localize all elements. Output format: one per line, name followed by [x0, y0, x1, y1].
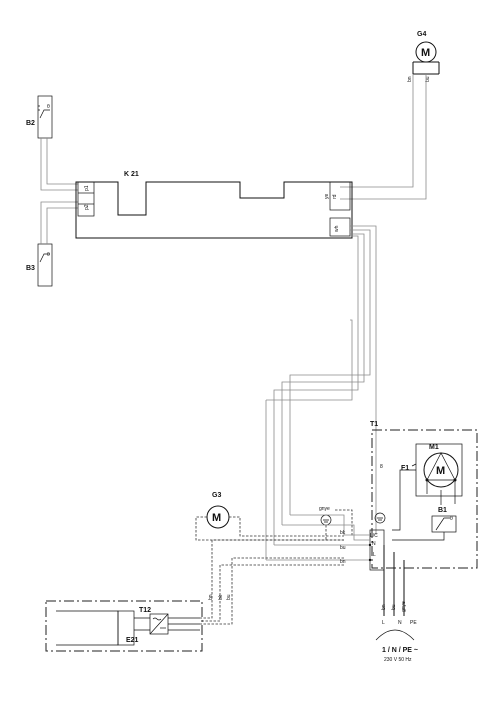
motor-g3: G3 M bk [195, 492, 353, 541]
t12-label: T12 [139, 607, 151, 614]
k21-board [75, 181, 353, 239]
supply-l: L [382, 620, 385, 626]
pin-p2: p2 [84, 204, 90, 210]
svg-text:8: 8 [380, 464, 383, 470]
b2-housing [37, 95, 53, 139]
pin-rd: rd [332, 194, 338, 199]
e21-boundary [45, 600, 203, 652]
k21-label: K 21 [124, 171, 139, 178]
b3-label: B3 [26, 265, 35, 272]
wire-k21-1 [350, 225, 377, 535]
unit-t1: T1 8 [370, 421, 478, 569]
sensor-b3: B3 θ [26, 201, 78, 287]
bk-label: bk [340, 530, 346, 536]
g4-motor-symbol: M [421, 47, 430, 59]
pin-l: L [373, 552, 376, 558]
wire-k21-2 [289, 229, 371, 515]
controller-k21: K 21 p1 p2 ye rd wh [75, 171, 353, 239]
supply-bn-label: bn [381, 604, 387, 610]
bn-label-1: bn [340, 559, 346, 565]
wire-b2-2 [46, 138, 78, 185]
supply-rating: 230 V 50 Hz [384, 657, 412, 663]
g3-label: G3 [212, 492, 221, 499]
k21-right-connector-top [329, 181, 351, 211]
t12-bk-label: bk [218, 594, 224, 600]
wires-terminal: bu bn [266, 514, 372, 565]
sensor-b2: B2 θ [26, 95, 78, 191]
b3-housing [37, 243, 53, 287]
t12-bu-label: bu [226, 594, 232, 600]
supply-bu-label: bu [391, 604, 397, 610]
g4-bn-label: bn [407, 76, 413, 82]
k21-right-connector-bottom [329, 217, 351, 237]
wire-b3-2 [46, 207, 78, 244]
wire-g4-rd [340, 74, 427, 200]
motor-g4: G4 M bn bu [340, 31, 440, 200]
gnye-label: gnye [319, 506, 330, 512]
svg-text:θ: θ [47, 104, 50, 110]
wire-k21-4 [273, 235, 359, 545]
pin-n: N [372, 541, 376, 547]
t12-bn-label: bn [208, 594, 214, 600]
g3-motor-symbol: M [212, 512, 221, 524]
supply-pe: PE [410, 620, 417, 626]
f1-label: F1 [401, 465, 409, 472]
bu-label-1: bu [340, 545, 346, 551]
terminal-earth [374, 512, 386, 524]
g4-bu-label: bu [425, 76, 431, 82]
pin-lnc: L/C [370, 533, 378, 539]
supply-phase: 1 / N / PE ~ [382, 647, 418, 654]
m1-label: M1 [429, 444, 439, 451]
wires-main [265, 225, 377, 560]
t1-label: T1 [370, 421, 378, 428]
sensor-b1: B1 θ [392, 469, 457, 541]
g4-label: G4 [417, 31, 426, 38]
supply-bracket [375, 629, 415, 641]
supply-gnye-label: gnye [401, 601, 407, 612]
wire-g4-ye [340, 74, 414, 188]
wire-b3-1 [40, 201, 78, 244]
svg-text:θ: θ [47, 252, 50, 258]
pin-p1: p1 [84, 185, 90, 191]
e21-element [56, 610, 119, 646]
k21-left-connector [77, 181, 95, 217]
e21-label: E21 [126, 637, 139, 644]
thermal-f1: F1 [401, 463, 456, 505]
svg-text:θ: θ [450, 516, 453, 522]
b2-label: B2 [26, 120, 35, 127]
unit-e21: E21 T12 [45, 600, 203, 652]
m1-motor-symbol: M [436, 465, 445, 477]
t1-boundary [371, 429, 478, 569]
wire-b2-1 [40, 138, 78, 191]
supply-wires: bn bu gnye L N PE 1 / N / PE ~ 230 V 50 … [375, 545, 418, 663]
pin-wh: wh [334, 225, 340, 232]
wire-k21-3 [281, 233, 365, 525]
wire-g3-bu [229, 516, 344, 537]
wires-to-t12: bk bn bu [200, 539, 344, 625]
terminal-block: L/C N L gnye [319, 506, 386, 571]
b1-label: B1 [438, 507, 447, 514]
supply-n: N [398, 620, 402, 626]
pin-ye: ye [324, 194, 330, 200]
